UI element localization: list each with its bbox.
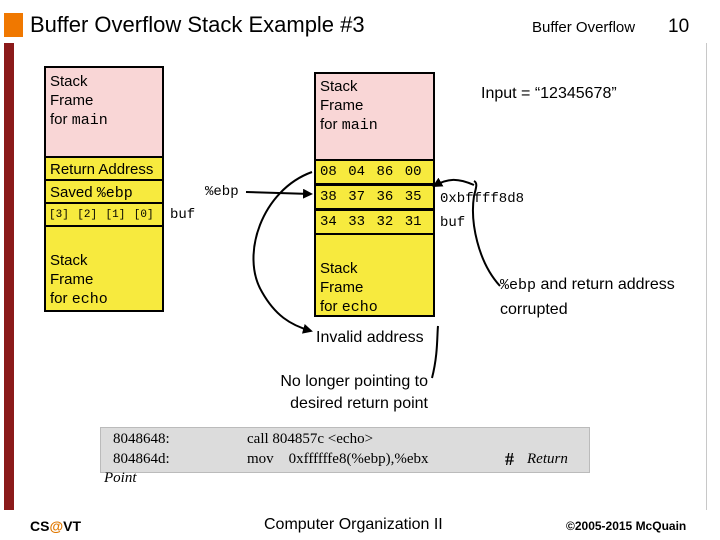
code-addr-1: 8048648: xyxy=(113,431,170,447)
right-main-frame-line1: Stack xyxy=(320,78,358,95)
footer-brand-at: @ xyxy=(49,518,64,534)
corrupted-ebp-code: %ebp xyxy=(500,277,537,294)
no-longer-line2: desired return point xyxy=(290,395,428,412)
left-echo-frame: Stack Frame for echo xyxy=(44,225,164,312)
ebp-pointer-arrow xyxy=(245,188,313,199)
left-return-address-cell: Return Address xyxy=(44,156,164,181)
page-number: 10 xyxy=(668,16,690,37)
left-buf-index: [1] xyxy=(105,208,126,221)
ebp-value: 0xbffff8d8 xyxy=(440,191,525,207)
left-return-address-label: Return Address xyxy=(50,161,154,178)
left-echo-frame-line1: Stack xyxy=(50,252,88,269)
left-buf-index: [3] xyxy=(49,208,69,221)
ebp-byte: 37 xyxy=(348,189,366,205)
return-byte: 08 xyxy=(320,164,337,180)
no-longer-arrow xyxy=(431,325,439,379)
right-echo-frame-for: for xyxy=(320,298,342,315)
left-saved-ebp-label: Saved %ebp xyxy=(46,181,162,203)
right-echo-frame: Stack Frame for echo xyxy=(314,233,435,317)
buf-byte: 32 xyxy=(376,214,394,230)
left-accent-bar xyxy=(4,43,14,510)
right-main-frame-func: main xyxy=(341,117,378,134)
buf-byte: 33 xyxy=(348,214,366,230)
left-echo-frame-func: echo xyxy=(71,291,108,308)
no-longer-line1: No longer pointing to xyxy=(280,373,428,390)
left-buf-label: buf xyxy=(170,207,196,223)
left-buf-index: [0] xyxy=(133,208,154,221)
left-saved-ebp-prefix: Saved xyxy=(50,184,97,201)
ebp-byte: 36 xyxy=(376,189,394,205)
right-main-frame-line2: Frame xyxy=(320,97,364,114)
no-longer-note: No longer pointing to desired return poi… xyxy=(262,371,428,415)
right-buf-cell: 34 33 32 31 xyxy=(314,209,435,235)
left-saved-ebp-code: %ebp xyxy=(96,185,133,202)
right-main-frame-line3: for main xyxy=(320,115,433,135)
right-echo-frame-line3: for echo xyxy=(320,297,433,317)
left-main-frame-for: for xyxy=(50,111,72,128)
code-comment-hash: # xyxy=(505,449,514,469)
slide-title: Buffer Overflow Stack Example #3 xyxy=(30,12,365,37)
corrupted-note-text: and return address xyxy=(536,276,675,293)
left-echo-frame-line2: Frame xyxy=(50,271,94,288)
footer-course: Computer Organization II xyxy=(264,516,443,533)
corrupted-note-line2: corrupted xyxy=(500,301,568,318)
corrupted-arrow xyxy=(472,180,501,287)
footer-brand-cs: CS xyxy=(30,518,50,534)
ebp-byte: 35 xyxy=(404,189,422,205)
buf-byte: 34 xyxy=(320,214,337,230)
left-main-frame-line3: for main xyxy=(50,110,162,130)
footer-copyright: ©2005-2015 McQuain xyxy=(566,519,687,533)
title-accent-mark xyxy=(4,13,23,37)
ebp-byte: 38 xyxy=(320,189,337,205)
section-label: Buffer Overflow xyxy=(532,19,636,36)
footer-brand: CS@VT xyxy=(30,518,81,534)
code-box xyxy=(100,427,590,473)
code-comment-point: Point xyxy=(104,470,137,486)
corrupted-note: %ebp and return address corrupted xyxy=(500,273,675,322)
buf-byte: 31 xyxy=(404,214,422,230)
invalid-address-label: Invalid address xyxy=(316,329,424,346)
right-buf-label: buf xyxy=(440,215,466,231)
code-instr-2: mov 0xffffffe8(%ebp),%ebx xyxy=(247,451,429,467)
input-label: Input = “12345678” xyxy=(481,85,617,102)
left-main-frame-func: main xyxy=(71,112,108,129)
return-byte: 86 xyxy=(376,164,394,180)
left-buf-index: [2] xyxy=(77,208,98,221)
right-main-frame-for: for xyxy=(320,116,342,133)
footer-brand-vt: VT xyxy=(63,518,81,534)
right-saved-ebp-cell: 38 37 36 35 xyxy=(314,184,435,210)
left-main-frame-line1: Stack xyxy=(50,73,88,90)
ebp-value-arrow xyxy=(432,177,475,187)
right-echo-frame-func: echo xyxy=(341,299,378,316)
return-byte: 04 xyxy=(348,164,366,180)
left-echo-frame-for: for xyxy=(50,290,72,307)
right-return-address-cell: 08 04 86 00 xyxy=(314,159,435,185)
code-comment-return: Return xyxy=(527,451,568,467)
ebp-pointer-label: %ebp xyxy=(205,184,239,200)
left-main-frame-line2: Frame xyxy=(50,92,94,109)
return-byte: 00 xyxy=(404,164,422,180)
right-echo-frame-line2: Frame xyxy=(320,279,364,296)
right-echo-frame-line1: Stack xyxy=(320,260,358,277)
code-addr-2: 804864d: xyxy=(113,451,170,467)
right-rule xyxy=(706,43,707,510)
code-instr-1: call 804857c <echo> xyxy=(247,431,374,447)
invalid-address-arrow xyxy=(252,171,313,334)
left-echo-frame-line3: for echo xyxy=(50,289,162,309)
